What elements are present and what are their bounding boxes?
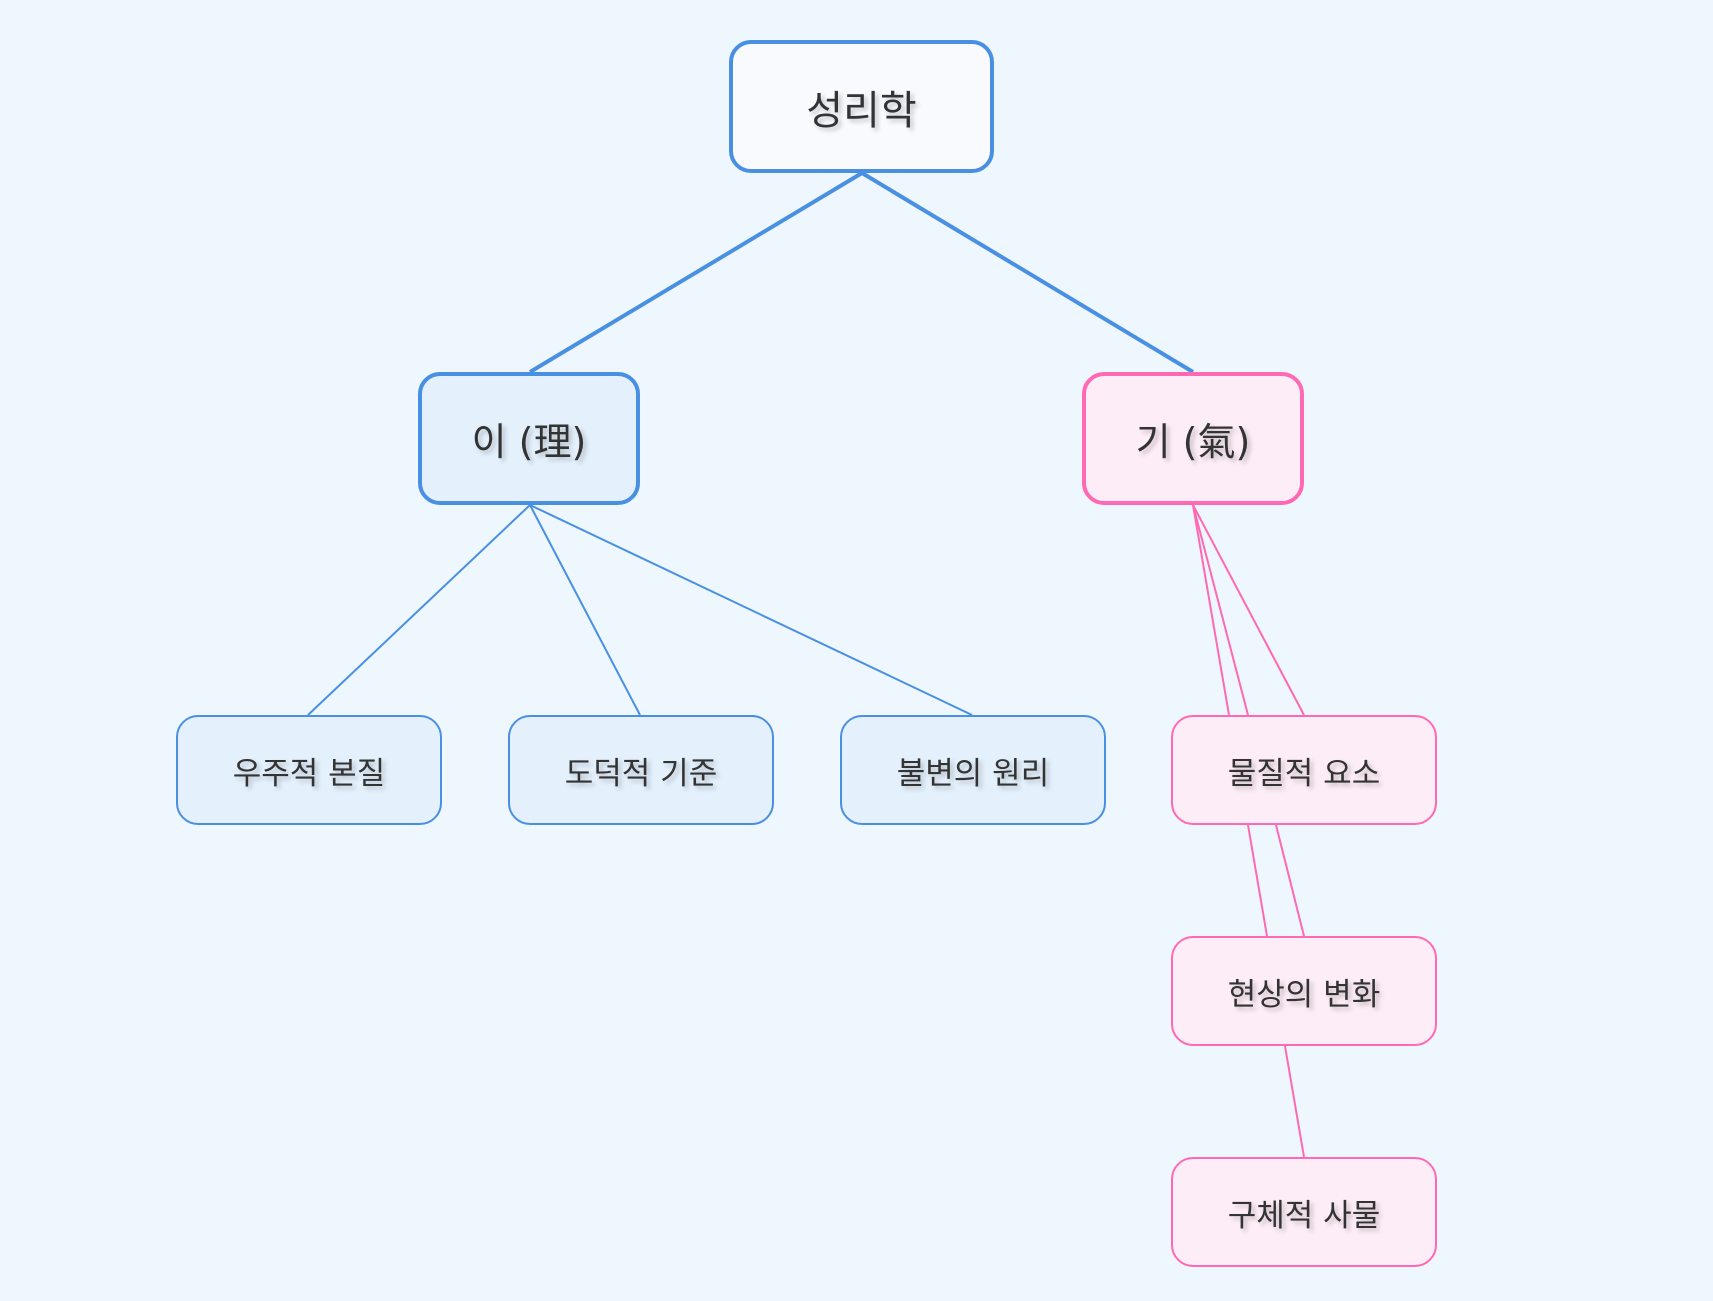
- leaf-node-label: 도덕적 기준: [564, 755, 718, 792]
- leaf-node-label: 현상의 변화: [1227, 976, 1381, 1013]
- leaf-node-label: 구체적 사물: [1227, 1197, 1381, 1234]
- leaf-node-concrete-object: 구체적 사물: [1171, 1157, 1437, 1267]
- branch-node-gi-label: 기 (氣): [1135, 420, 1251, 464]
- leaf-node-cosmic-essence: 우주적 본질: [176, 715, 442, 825]
- edge-gi-leaf-3-lower: [1284, 1045, 1305, 1158]
- edge-gi-leaf-3-upper: [1192, 504, 1230, 716]
- leaf-node-label: 우주적 본질: [232, 755, 386, 792]
- edge-gi-leaf-2-lower: [1275, 824, 1305, 937]
- branch-node-li-label: 이 (理): [471, 420, 587, 464]
- edge-li-leaf-2: [529, 504, 641, 716]
- edge-root-li: [528, 171, 864, 374]
- leaf-node-moral-standard: 도덕적 기준: [508, 715, 774, 825]
- branch-node-li: 이 (理): [418, 372, 640, 505]
- edge-gi-leaf-2-upper: [1192, 504, 1249, 716]
- branch-node-gi: 기 (氣): [1082, 372, 1304, 505]
- root-node: 성리학: [729, 40, 994, 173]
- edge-gi-leaf-1: [1192, 504, 1305, 716]
- edge-li-leaf-1: [307, 504, 531, 716]
- edge-li-leaf-3: [529, 504, 973, 716]
- leaf-node-label: 불변의 원리: [896, 755, 1050, 792]
- leaf-node-material-element: 물질적 요소: [1171, 715, 1437, 825]
- leaf-node-immutable-principle: 불변의 원리: [840, 715, 1106, 825]
- edge-root-gi: [860, 171, 1195, 374]
- leaf-node-phenomenal-change: 현상의 변화: [1171, 936, 1437, 1046]
- edge-gi-leaf-3-mid: [1247, 824, 1268, 937]
- root-node-label: 성리학: [806, 87, 917, 134]
- leaf-node-label: 물질적 요소: [1227, 755, 1381, 792]
